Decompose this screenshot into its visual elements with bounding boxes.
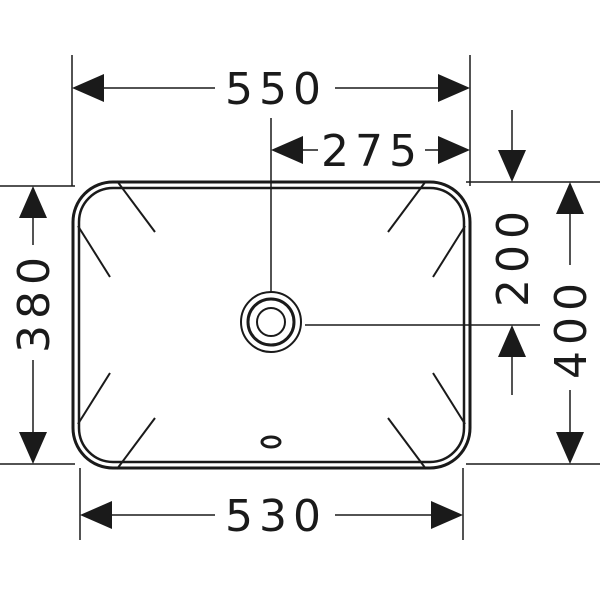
dimension-label-530: 530 [225,491,327,542]
corner-marks [77,180,466,470]
dimension-275 [271,136,470,164]
extension-lines [0,55,600,540]
basin-outline [71,180,472,470]
dimension-label-200: 200 [488,205,539,307]
dimension-label-550: 550 [225,64,327,115]
overflow-hole [260,435,282,449]
dimension-400 [556,182,584,464]
dimension-200 [498,110,526,395]
dimension-550 [72,74,470,102]
dimension-380 [19,186,47,464]
dimension-label-275: 275 [321,126,423,177]
dimension-label-400: 400 [546,277,597,379]
dimension-label-380: 380 [9,251,60,353]
drain [240,291,302,353]
dimension-530 [80,501,463,529]
